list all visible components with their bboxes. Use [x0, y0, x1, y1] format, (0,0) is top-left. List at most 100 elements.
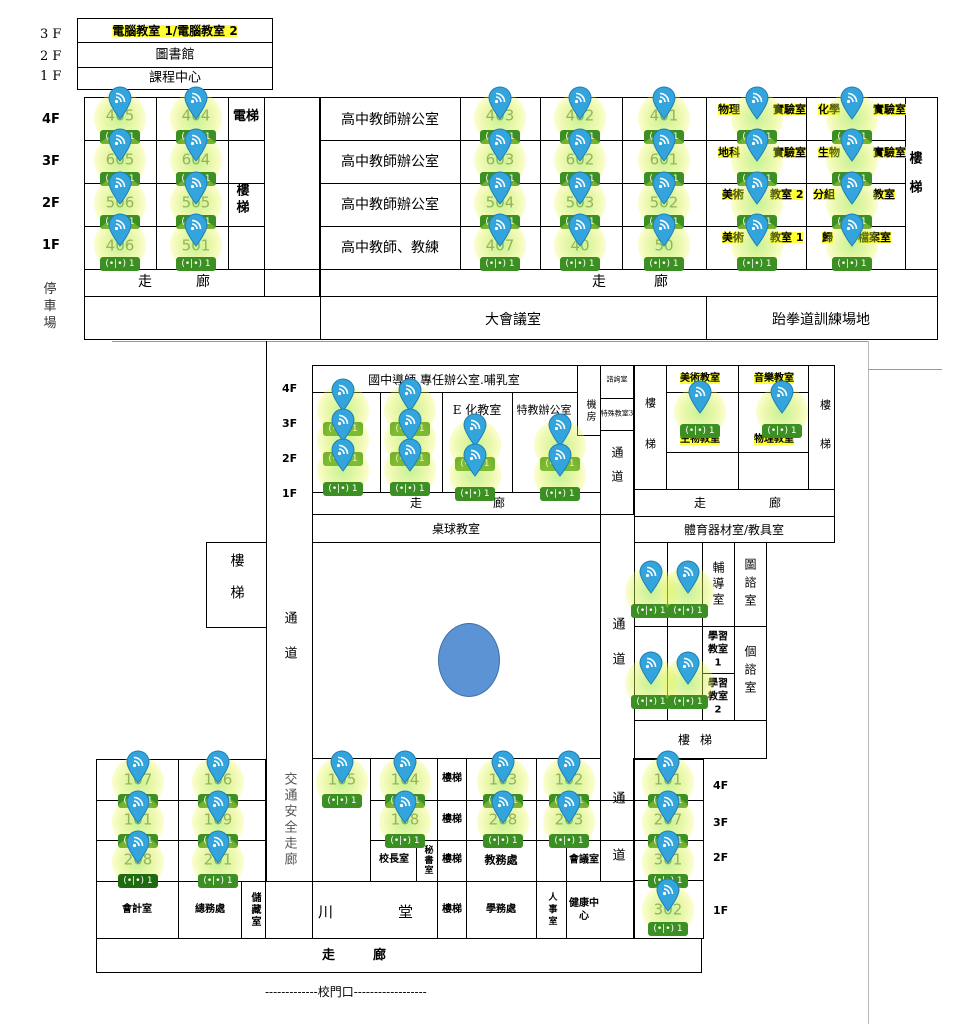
wifi-pin-icon[interactable] [651, 128, 677, 162]
wifi-pin-icon[interactable] [205, 750, 231, 784]
wifi-access-point[interactable]: (•|•) 1 [554, 128, 606, 186]
wifi-access-point[interactable]: (•|•) 1 [674, 380, 726, 438]
wifi-access-point[interactable]: (•|•) 1 [543, 790, 595, 848]
wifi-access-point[interactable]: (•|•) 1 [554, 213, 606, 271]
wifi-pin-icon[interactable] [675, 560, 701, 594]
wifi-access-point[interactable]: (•|•) 1 [554, 171, 606, 229]
wifi-pin-icon[interactable] [567, 128, 593, 162]
wifi-access-point[interactable]: (•|•) 1 [112, 790, 164, 848]
wifi-access-point[interactable]: (•|•) 1 [554, 86, 606, 144]
wifi-pin-icon[interactable] [839, 86, 865, 120]
wifi-pin-icon[interactable] [547, 413, 573, 447]
wifi-access-point[interactable]: (•|•) 1 [642, 750, 694, 808]
wifi-access-point[interactable]: (•|•) 1 [638, 128, 690, 186]
wifi-pin-icon[interactable] [638, 560, 664, 594]
wifi-pin-icon[interactable] [329, 750, 355, 784]
wifi-access-point[interactable]: (•|•) 1 [170, 171, 222, 229]
wifi-access-point[interactable]: (•|•) 1 [170, 213, 222, 271]
wifi-pin-icon[interactable] [125, 790, 151, 824]
wifi-pin-icon[interactable] [490, 790, 516, 824]
wifi-pin-icon[interactable] [107, 86, 133, 120]
wifi-access-point[interactable]: (•|•) 1 [192, 750, 244, 808]
wifi-access-point[interactable]: (•|•) 1 [625, 651, 677, 709]
wifi-access-point[interactable]: (•|•) 1 [474, 213, 526, 271]
wifi-pin-icon[interactable] [567, 171, 593, 205]
wifi-access-point[interactable]: (•|•) 1 [170, 86, 222, 144]
wifi-pin-icon[interactable] [183, 128, 209, 162]
wifi-pin-icon[interactable] [462, 443, 488, 477]
wifi-pin-icon[interactable] [205, 790, 231, 824]
wifi-access-point[interactable]: (•|•) 1 [756, 380, 808, 438]
wifi-pin-icon[interactable] [655, 878, 681, 912]
wifi-access-point[interactable]: (•|•) 1 [94, 171, 146, 229]
wifi-access-point[interactable]: (•|•) 1 [449, 443, 501, 501]
wifi-pin-icon[interactable] [183, 171, 209, 205]
wifi-access-point[interactable]: (•|•) 1 [662, 560, 714, 618]
wifi-access-point[interactable]: (•|•) 1 [379, 790, 431, 848]
wifi-pin-icon[interactable] [638, 651, 664, 685]
wifi-pin-icon[interactable] [655, 790, 681, 824]
wifi-access-point[interactable]: (•|•) 1 [826, 128, 878, 186]
wifi-access-point[interactable]: (•|•) 1 [642, 790, 694, 848]
wifi-access-point[interactable]: (•|•) 1 [731, 86, 783, 144]
wifi-access-point[interactable]: (•|•) 1 [826, 213, 878, 271]
wifi-pin-icon[interactable] [462, 413, 488, 447]
wifi-access-point[interactable]: (•|•) 1 [642, 878, 694, 936]
wifi-pin-icon[interactable] [183, 86, 209, 120]
wifi-pin-icon[interactable] [330, 438, 356, 472]
wifi-pin-icon[interactable] [651, 213, 677, 247]
wifi-access-point[interactable]: (•|•) 1 [474, 128, 526, 186]
wifi-access-point[interactable]: (•|•) 1 [826, 171, 878, 229]
wifi-access-point[interactable]: (•|•) 1 [477, 790, 529, 848]
wifi-pin-icon[interactable] [107, 213, 133, 247]
wifi-access-point[interactable]: (•|•) 1 [112, 750, 164, 808]
wifi-pin-icon[interactable] [183, 213, 209, 247]
wifi-access-point[interactable]: (•|•) 1 [477, 750, 529, 808]
wifi-access-point[interactable]: (•|•) 1 [638, 86, 690, 144]
wifi-access-point[interactable]: (•|•) 1 [112, 830, 164, 888]
wifi-access-point[interactable]: (•|•) 1 [625, 560, 677, 618]
wifi-pin-icon[interactable] [330, 378, 356, 412]
wifi-pin-icon[interactable] [567, 213, 593, 247]
wifi-access-point[interactable]: (•|•) 1 [638, 213, 690, 271]
wifi-access-point[interactable]: (•|•) 1 [94, 213, 146, 271]
wifi-access-point[interactable]: (•|•) 1 [731, 171, 783, 229]
wifi-pin-icon[interactable] [556, 790, 582, 824]
wifi-pin-icon[interactable] [839, 128, 865, 162]
wifi-access-point[interactable]: (•|•) 1 [638, 171, 690, 229]
wifi-pin-icon[interactable] [487, 213, 513, 247]
wifi-access-point[interactable]: (•|•) 1 [94, 86, 146, 144]
wifi-pin-icon[interactable] [556, 750, 582, 784]
wifi-pin-icon[interactable] [651, 171, 677, 205]
wifi-access-point[interactable]: (•|•) 1 [192, 830, 244, 888]
wifi-pin-icon[interactable] [330, 408, 356, 442]
wifi-pin-icon[interactable] [107, 171, 133, 205]
wifi-pin-icon[interactable] [397, 378, 423, 412]
wifi-pin-icon[interactable] [547, 443, 573, 477]
wifi-pin-icon[interactable] [769, 380, 795, 414]
wifi-pin-icon[interactable] [744, 213, 770, 247]
wifi-access-point[interactable]: (•|•) 1 [731, 128, 783, 186]
wifi-pin-icon[interactable] [205, 830, 231, 864]
wifi-access-point[interactable]: (•|•) 1 [731, 213, 783, 271]
wifi-access-point[interactable]: (•|•) 1 [317, 438, 369, 496]
wifi-access-point[interactable]: (•|•) 1 [642, 830, 694, 888]
wifi-pin-icon[interactable] [744, 128, 770, 162]
wifi-access-point[interactable]: (•|•) 1 [474, 171, 526, 229]
wifi-access-point[interactable]: (•|•) 1 [384, 438, 436, 496]
wifi-pin-icon[interactable] [392, 750, 418, 784]
wifi-access-point[interactable]: (•|•) 1 [379, 750, 431, 808]
wifi-access-point[interactable]: (•|•) 1 [662, 651, 714, 709]
wifi-pin-icon[interactable] [567, 86, 593, 120]
wifi-pin-icon[interactable] [392, 790, 418, 824]
wifi-pin-icon[interactable] [397, 438, 423, 472]
wifi-pin-icon[interactable] [490, 750, 516, 784]
wifi-pin-icon[interactable] [651, 86, 677, 120]
wifi-pin-icon[interactable] [655, 750, 681, 784]
wifi-access-point[interactable]: (•|•) 1 [94, 128, 146, 186]
wifi-pin-icon[interactable] [487, 86, 513, 120]
wifi-pin-icon[interactable] [397, 408, 423, 442]
wifi-pin-icon[interactable] [487, 171, 513, 205]
wifi-access-point[interactable]: (•|•) 1 [316, 750, 368, 808]
wifi-pin-icon[interactable] [839, 171, 865, 205]
